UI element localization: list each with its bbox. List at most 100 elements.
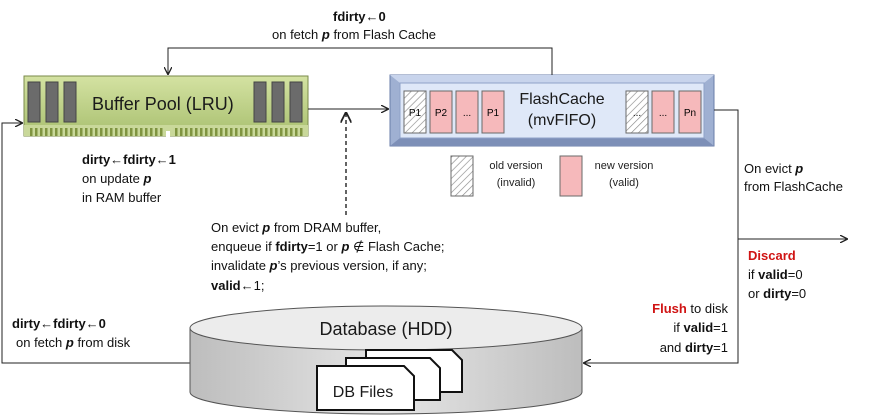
flush-line2: if valid=1: [673, 320, 728, 335]
ram-pin: [120, 128, 123, 136]
ram-pin: [255, 128, 258, 136]
ram-pin: [150, 128, 153, 136]
flash-slot-old: [625, 90, 649, 134]
legend-new-sub: (valid): [609, 177, 639, 189]
evict-flash-line2: from FlashCache: [744, 179, 843, 194]
ram-pin: [125, 128, 128, 136]
ram-pin: [110, 128, 113, 136]
ram-chip-icon: [253, 81, 267, 123]
arrow-flash-to-buffer: [168, 47, 553, 75]
legend-new-label: new version: [594, 160, 654, 172]
flash-cache-subtitle: (mvFIFO): [527, 112, 597, 129]
flash-slot-label: ...: [659, 108, 667, 119]
ram-chip-icon: [289, 81, 303, 123]
buffer-pool-title: Buffer Pool (LRU): [92, 94, 234, 114]
ram-pin: [95, 128, 98, 136]
ram-pin: [90, 128, 93, 136]
legend-old-swatch: [450, 155, 474, 197]
ram-pin: [280, 128, 283, 136]
ram-pin: [70, 128, 73, 136]
ram-pin: [275, 128, 278, 136]
ram-pin: [100, 128, 103, 136]
discard-title: Discard: [748, 248, 796, 263]
ram-pin: [240, 128, 243, 136]
ram-pin: [115, 128, 118, 136]
ram-pin: [195, 128, 198, 136]
ram-pin: [205, 128, 208, 136]
ram-pin: [260, 128, 263, 136]
ram-pin: [40, 128, 43, 136]
flash-bevel-top: [390, 75, 714, 83]
update-label-line3: in RAM buffer: [82, 190, 162, 205]
ram-pin: [145, 128, 148, 136]
ram-pin: [265, 128, 268, 136]
flash-slot-label: ...: [633, 108, 641, 119]
flash-slot-new: [651, 90, 675, 134]
ram-pin: [60, 128, 63, 136]
flush-line3: and dirty=1: [659, 340, 728, 355]
ram-pin: [135, 128, 138, 136]
ram-pin: [155, 128, 158, 136]
db-files-icon: [316, 349, 463, 411]
ram-pin: [220, 128, 223, 136]
ram-pin: [35, 128, 38, 136]
flush-title: Flush to disk: [652, 301, 728, 316]
ram-chip-icon: [63, 81, 77, 123]
ram-pin: [250, 128, 253, 136]
top-label-line2: on fetch p from Flash Cache: [272, 27, 437, 42]
flash-cache-title: FlashCache: [519, 91, 605, 108]
ram-pin: [300, 128, 303, 136]
ram-pin: [225, 128, 228, 136]
ram-pin: [130, 128, 133, 136]
ram-contact-pins: [30, 128, 303, 136]
ram-pin: [160, 128, 163, 136]
flash-slot-label: P2: [435, 108, 448, 119]
ram-pin: [65, 128, 68, 136]
flash-slot-label: P1: [487, 108, 500, 119]
ram-pin: [80, 128, 83, 136]
evict-dram-line1: On evict p from DRAM buffer,: [211, 220, 382, 235]
discard-line2: if valid=0: [748, 267, 803, 282]
ram-contacts-strip: [24, 125, 308, 136]
ram-pin: [295, 128, 298, 136]
ram-pin: [290, 128, 293, 136]
ram-pin: [270, 128, 273, 136]
flash-slot-label: ...: [463, 108, 471, 119]
legend-new-swatch: [559, 155, 583, 197]
flash-cache-box: P1 P2 ... P1 ... ... Pn: [389, 74, 715, 147]
ram-chip-icon: [27, 81, 41, 123]
flash-slot-new: [429, 90, 453, 134]
ram-pin: [185, 128, 188, 136]
ram-pin: [75, 128, 78, 136]
ram-pin: [175, 128, 178, 136]
ram-pin: [85, 128, 88, 136]
evict-dram-line2: enqueue if fdirty=1 or p ∉ Flash Cache;: [211, 239, 445, 254]
arrow-disk-to-buffer: [1, 123, 190, 364]
update-label-line2: on update p: [82, 171, 152, 186]
evict-flash-line1: On evict p: [744, 161, 804, 176]
ram-pin: [55, 128, 58, 136]
ram-pin: [200, 128, 203, 136]
flash-slot-new: [678, 90, 702, 134]
evict-dram-line3: invalidate p’s previous version, if any;: [211, 258, 427, 273]
arrow-flush-to-disk: [584, 109, 739, 363]
flash-slot-label: Pn: [684, 108, 696, 119]
ram-pin: [245, 128, 248, 136]
disk-fetch-line2: on fetch p from disk: [16, 335, 131, 350]
flash-slot-label: P1: [409, 108, 422, 119]
ram-pin: [45, 128, 48, 136]
legend-old-sub: (invalid): [496, 177, 536, 189]
disk-fetch-assign: dirty←fdirty←0: [12, 316, 106, 331]
top-label-assign: fdirty←0: [333, 9, 386, 24]
ram-notch: [166, 131, 170, 137]
evict-dram-line4: valid←1;: [211, 278, 265, 293]
ram-pin: [215, 128, 218, 136]
ram-chip-icon: [45, 81, 59, 123]
ram-pin: [230, 128, 233, 136]
flash-slot-new: [455, 90, 479, 134]
ram-pin: [190, 128, 193, 136]
flash-bevel-bottom: [390, 138, 714, 146]
flash-slot-new: [481, 90, 505, 134]
